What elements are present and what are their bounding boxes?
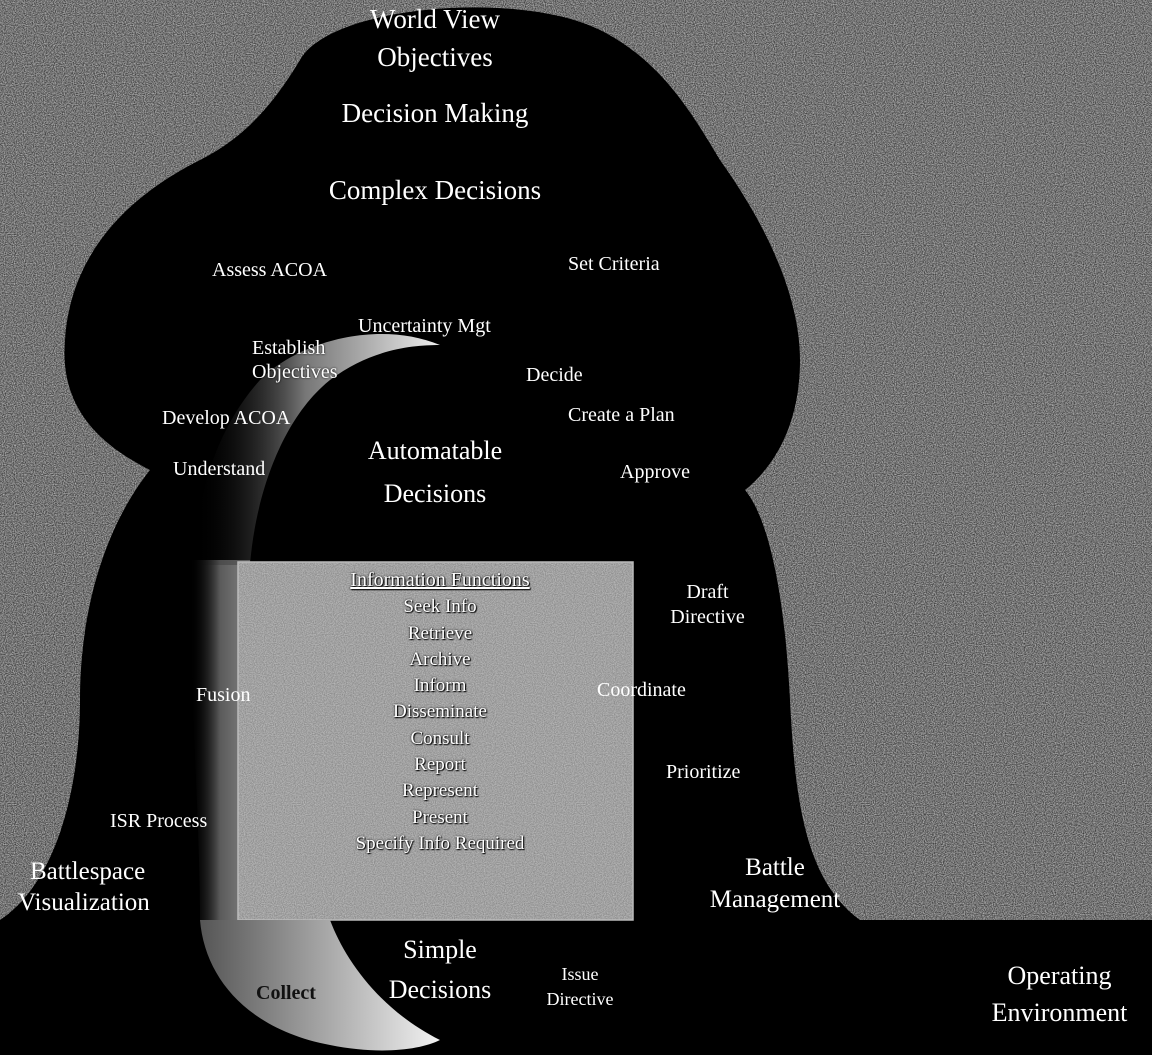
complex-decisions-label: Complex Decisions [328,175,542,205]
decision-making-label: Decision Making [341,98,529,128]
simple-decisions-line1: Simple [403,935,477,964]
issue-directive-line1: Issue [561,964,599,984]
operating-environment-line2: Environment [991,998,1128,1027]
assess-acoa-node: Assess ACOA [212,259,328,281]
info-functions-panel [237,561,634,921]
battlespace-visualization-line1: Battlespace [30,858,146,885]
left-gradient-band [190,560,250,920]
info-function-item: Present [412,806,468,828]
issue-directive-line2: Directive [546,989,614,1009]
info-function-item: Seek Info [403,596,477,618]
info-function-item: Specify Info Required [355,832,525,854]
isr-process-node: ISR Process [110,810,208,832]
decide-node: Decide [526,364,583,386]
operating-environment-line1: Operating [1007,961,1112,990]
battlespace-visualization-line2: Visualization [18,889,150,916]
prioritize-node: Prioritize [666,761,741,783]
create-a-plan-node: Create a Plan [568,404,675,426]
info-functions-list: Information Functions Seek Info Retrieve… [250,570,630,860]
set-criteria-node: Set Criteria [568,253,660,275]
approve-node: Approve [620,461,690,483]
coordinate-node: Coordinate [597,679,686,701]
info-function-item: Report [414,754,466,776]
info-function-item: Archive [409,648,471,670]
fusion-node: Fusion [196,684,251,706]
establish-node: Establish [252,337,326,359]
objectives-node: Objectives [252,361,338,383]
objectives-label: Objectives [377,42,493,72]
upper-crescent [195,333,440,565]
info-function-item: Consult [410,727,470,749]
info-function-item: Retrieve [407,622,473,644]
info-function-item: Disseminate [393,701,487,723]
automatable-decisions-line1: Automatable [367,436,503,465]
lower-crescent [200,920,440,1051]
draft-directive-line2: Directive [670,606,745,628]
battle-management-line1: Battle [745,854,805,881]
automatable-decisions-line2: Decisions [383,479,487,508]
develop-acoa-node: Develop ACOA [162,407,291,429]
info-functions-heading: Information Functions [350,569,530,591]
understand-node: Understand [173,458,266,480]
info-function-item: Inform [413,675,467,697]
world-view-label: World View [370,4,500,34]
draft-directive-line1: Draft [686,581,729,603]
collect-node: Collect [256,982,316,1004]
battle-management-line2: Management [709,886,841,913]
simple-decisions-line2: Decisions [388,975,492,1004]
uncertainty-mgt-node: Uncertainty Mgt [358,315,491,337]
info-function-item: Represent [402,780,478,802]
